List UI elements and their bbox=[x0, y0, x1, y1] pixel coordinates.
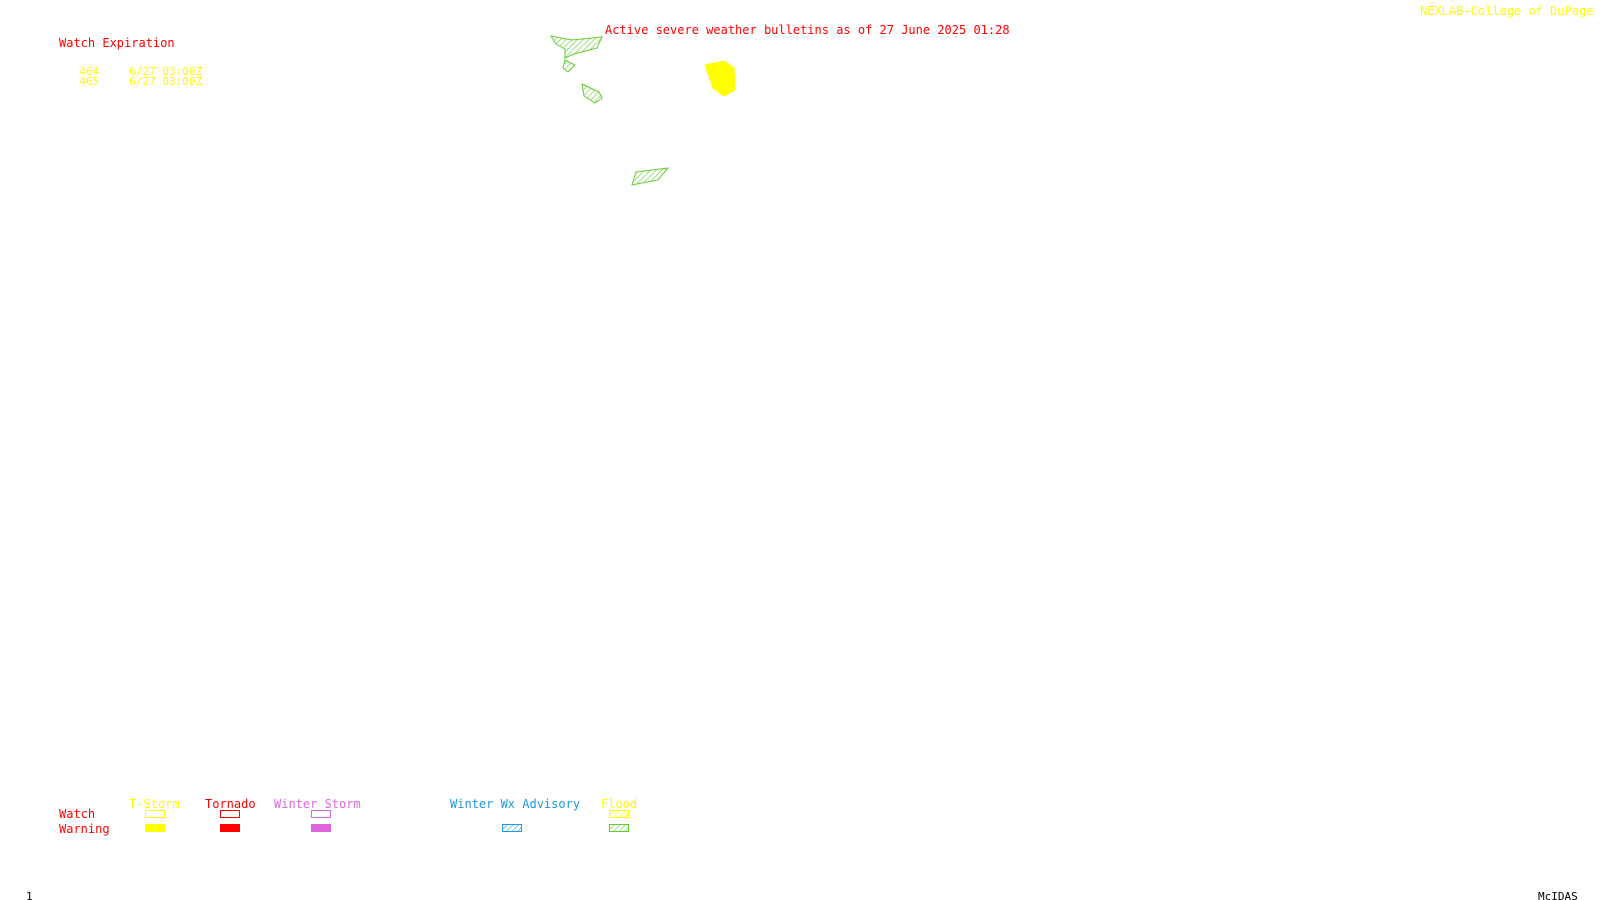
tstorm-watch-swatch bbox=[145, 810, 165, 818]
legend-label-winter-advisory: Winter Wx Advisory bbox=[450, 797, 581, 811]
legend-label-flood: Flood bbox=[601, 797, 638, 811]
legend-label-tstorm: T-Storm bbox=[129, 797, 180, 811]
watch-number: 465 bbox=[79, 75, 100, 88]
bulletin-title: Active severe weather bulletins as of 27… bbox=[605, 23, 1010, 37]
watch-expiration-heading: Watch Expiration bbox=[59, 36, 175, 50]
legend-label-tornado: Tornado bbox=[205, 797, 256, 811]
legend-label-winter-storm: Winter Storm bbox=[274, 797, 361, 811]
legend-row-watch-label: Watch bbox=[59, 807, 96, 821]
watch-expiration-row: 464 6/27 03:00Z bbox=[66, 54, 202, 78]
winter-advisory-swatch bbox=[502, 824, 522, 832]
watch-number: 464 bbox=[79, 65, 100, 78]
frame-number: 1 bbox=[26, 890, 33, 900]
watch-expiry-time: 6/27 03:00Z bbox=[129, 65, 203, 78]
software-label: McIDAS bbox=[1538, 890, 1578, 900]
legend-row-warning-label: Warning bbox=[59, 822, 110, 836]
flood-warning-polygon[interactable] bbox=[581, 83, 603, 104]
tornado-warning-swatch bbox=[220, 824, 240, 832]
tornado-watch-swatch bbox=[220, 810, 240, 818]
flood-warning-polygon[interactable] bbox=[631, 167, 670, 186]
watch-expiration-row: 465 6/27 03:00Z bbox=[66, 64, 202, 88]
flood-watch-swatch bbox=[609, 810, 629, 818]
winter-storm-warning-swatch bbox=[311, 824, 331, 832]
tstorm-warning-polygon[interactable] bbox=[704, 60, 736, 97]
flood-warning-polygon[interactable] bbox=[562, 59, 576, 73]
watch-expiry-time: 6/27 03:00Z bbox=[129, 75, 203, 88]
tstorm-warning-swatch bbox=[145, 824, 165, 832]
source-credit: NEXLAB-College of DuPage R bbox=[1420, 4, 1600, 18]
flood-warning-polygon[interactable] bbox=[549, 35, 603, 59]
flood-warning-swatch bbox=[609, 824, 629, 832]
winter-storm-watch-swatch bbox=[311, 810, 331, 818]
